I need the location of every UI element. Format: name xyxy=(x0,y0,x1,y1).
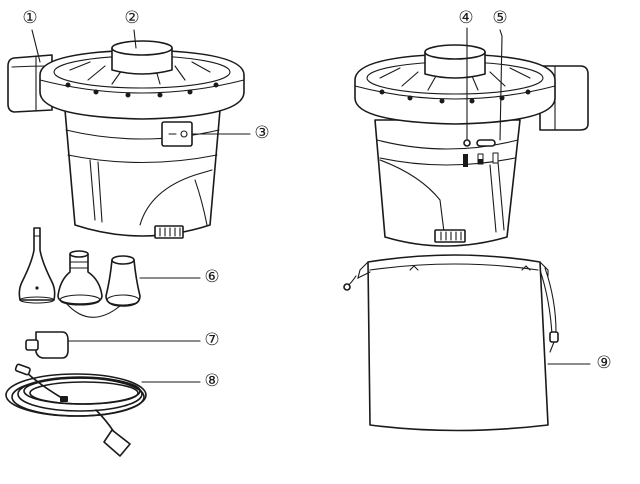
leader-1 xyxy=(31,29,41,63)
callout-4: ④ xyxy=(458,8,473,28)
callout-2: ② xyxy=(124,8,139,28)
callout-6: ⑥ xyxy=(204,267,219,287)
callout-7: ⑦ xyxy=(204,330,219,350)
leader-2 xyxy=(133,29,137,49)
nozzle-set xyxy=(18,227,141,318)
callout-8: ⑧ xyxy=(204,371,219,391)
callout-3: ③ xyxy=(254,123,269,143)
usb-c-adapter xyxy=(25,331,69,359)
leader-5 xyxy=(499,29,503,141)
callout-5: ⑤ xyxy=(492,8,507,28)
air-pump-back xyxy=(354,44,589,247)
callouts: ① ② ③ ④ ⑤ ⑥ ⑦ ⑧ ⑨ xyxy=(22,8,611,391)
callout-9: ⑨ xyxy=(596,353,611,373)
usb-cable xyxy=(5,363,147,457)
air-pump-front xyxy=(7,40,245,239)
storage-bag xyxy=(343,254,559,432)
leader-lines xyxy=(31,27,591,383)
callout-1: ① xyxy=(22,8,37,28)
